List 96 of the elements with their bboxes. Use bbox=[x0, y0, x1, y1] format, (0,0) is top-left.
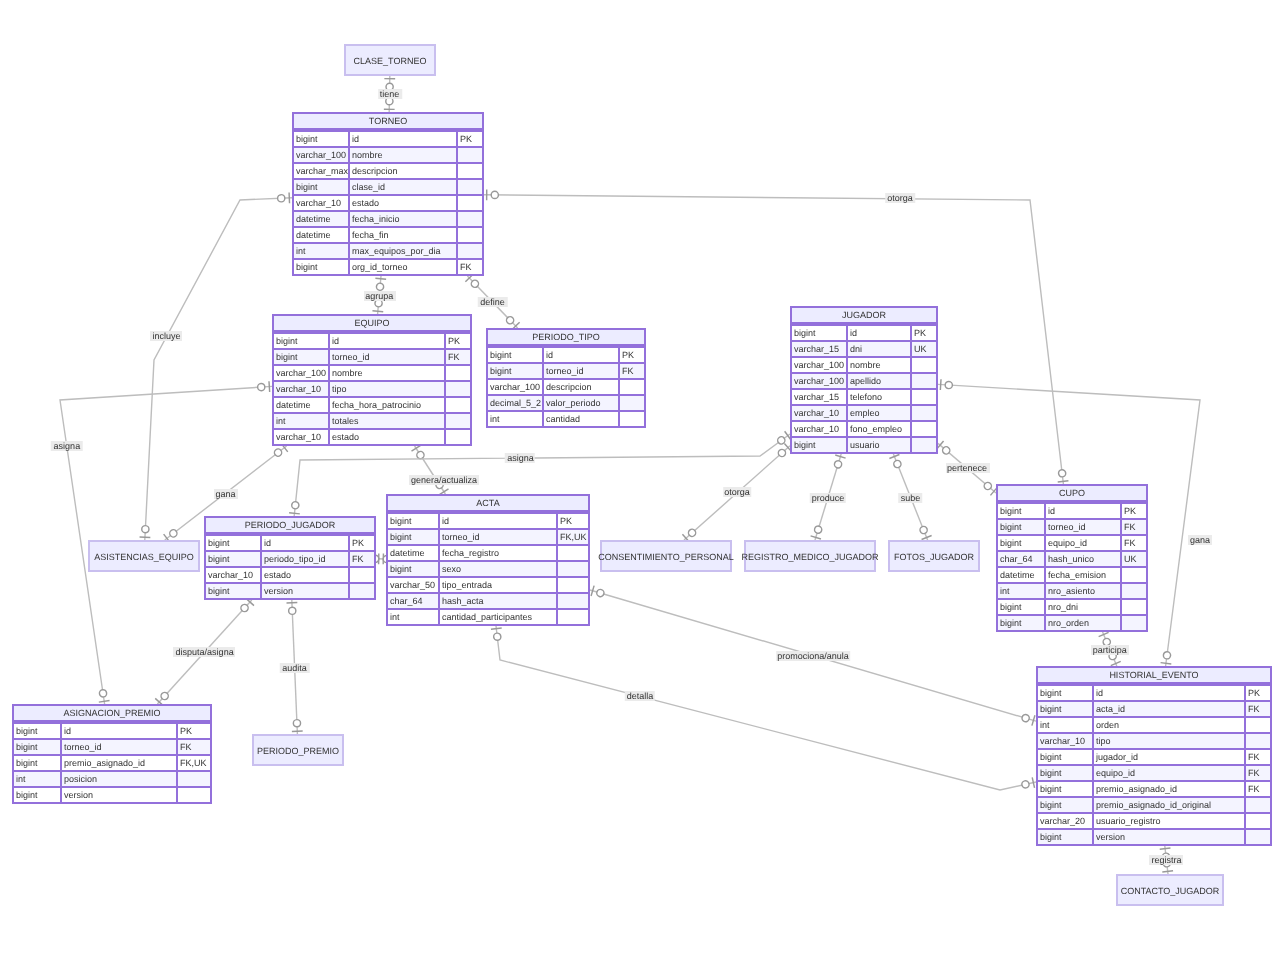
attribute-row bbox=[274, 396, 470, 412]
attribute-row bbox=[14, 786, 210, 802]
attribute-row bbox=[1038, 828, 1270, 844]
relationship-line bbox=[138, 191, 293, 541]
entity-table bbox=[790, 306, 938, 454]
attribute-row bbox=[14, 722, 210, 738]
entity-box bbox=[888, 540, 980, 572]
attribute-row bbox=[388, 512, 588, 528]
attribute-row bbox=[294, 210, 482, 226]
attribute-row bbox=[14, 754, 210, 770]
attribute-row bbox=[998, 534, 1146, 550]
entity-table bbox=[486, 328, 646, 428]
attribute-row bbox=[998, 566, 1146, 582]
attribute-row bbox=[792, 436, 936, 452]
relationship-line bbox=[371, 275, 387, 315]
relationship-line bbox=[154, 597, 255, 707]
entity-table bbox=[292, 112, 484, 276]
attribute-row bbox=[206, 566, 374, 582]
relationship-line bbox=[464, 273, 521, 331]
relationship-line bbox=[288, 430, 792, 517]
attribute-row bbox=[206, 582, 374, 598]
entity-table bbox=[204, 516, 376, 600]
attribute-row bbox=[388, 544, 588, 560]
attribute-row bbox=[488, 410, 644, 426]
attribute-row bbox=[792, 372, 936, 388]
attribute-row bbox=[274, 332, 470, 348]
entity-table bbox=[996, 484, 1148, 632]
attribute-row bbox=[998, 614, 1146, 630]
entity-box bbox=[1116, 874, 1224, 906]
attribute-row bbox=[792, 388, 936, 404]
relationship-line bbox=[1159, 845, 1174, 875]
entity-table bbox=[1036, 666, 1272, 846]
relationship-line bbox=[809, 453, 847, 541]
attribute-row bbox=[1038, 780, 1270, 796]
relationship-line bbox=[888, 453, 933, 541]
relationship-line bbox=[285, 599, 304, 735]
relationship-line bbox=[162, 442, 289, 544]
attribute-row bbox=[792, 420, 936, 436]
attribute-row bbox=[274, 380, 470, 396]
attribute-row bbox=[792, 356, 936, 372]
attribute-row bbox=[998, 582, 1146, 598]
entity-box bbox=[344, 44, 436, 76]
relationship-line bbox=[589, 584, 1037, 727]
attribute-row bbox=[388, 528, 588, 544]
attribute-row bbox=[388, 608, 588, 624]
attribute-row bbox=[998, 518, 1146, 534]
attribute-row bbox=[294, 194, 482, 210]
relationship-line bbox=[935, 440, 999, 497]
attribute-row bbox=[1038, 796, 1270, 812]
attribute-row bbox=[206, 550, 374, 566]
entity-table bbox=[272, 314, 472, 446]
attribute-row bbox=[274, 428, 470, 444]
attribute-row bbox=[14, 738, 210, 754]
attribute-row bbox=[388, 592, 588, 608]
attribute-row bbox=[1038, 764, 1270, 780]
attribute-row bbox=[792, 324, 936, 340]
attribute-row bbox=[998, 598, 1146, 614]
attribute-row bbox=[1038, 732, 1270, 748]
relationship-line bbox=[937, 378, 1201, 667]
entity-box bbox=[600, 540, 732, 572]
entity-table bbox=[386, 494, 590, 626]
relationship-line bbox=[59, 380, 273, 705]
attribute-row bbox=[294, 242, 482, 258]
attribute-row bbox=[274, 348, 470, 364]
attribute-row bbox=[274, 412, 470, 428]
attribute-row bbox=[792, 404, 936, 420]
relationship-line bbox=[490, 625, 1037, 791]
attribute-row bbox=[792, 340, 936, 356]
attribute-row bbox=[488, 362, 644, 378]
relationship-line bbox=[681, 442, 793, 543]
attribute-row bbox=[294, 162, 482, 178]
attribute-row bbox=[294, 226, 482, 242]
attribute-row bbox=[274, 364, 470, 380]
attribute-row bbox=[998, 502, 1146, 518]
entity-box bbox=[744, 540, 876, 572]
attribute-row bbox=[294, 146, 482, 162]
attribute-row bbox=[294, 178, 482, 194]
attribute-row bbox=[294, 130, 482, 146]
attribute-row bbox=[1038, 716, 1270, 732]
attribute-row bbox=[206, 534, 374, 550]
relationship-line bbox=[483, 188, 1070, 485]
attribute-row bbox=[388, 576, 588, 592]
attribute-row bbox=[1038, 684, 1270, 700]
attribute-row bbox=[1038, 812, 1270, 828]
attribute-row bbox=[388, 560, 588, 576]
attribute-row bbox=[998, 550, 1146, 566]
entity-table bbox=[12, 704, 212, 804]
attribute-row bbox=[1038, 700, 1270, 716]
attribute-row bbox=[294, 258, 482, 274]
entity-box bbox=[252, 734, 344, 766]
attribute-row bbox=[14, 770, 210, 786]
attribute-row bbox=[1038, 748, 1270, 764]
attribute-row bbox=[488, 346, 644, 362]
attribute-row bbox=[488, 394, 644, 410]
attribute-row bbox=[488, 378, 644, 394]
entity-box bbox=[88, 540, 200, 572]
